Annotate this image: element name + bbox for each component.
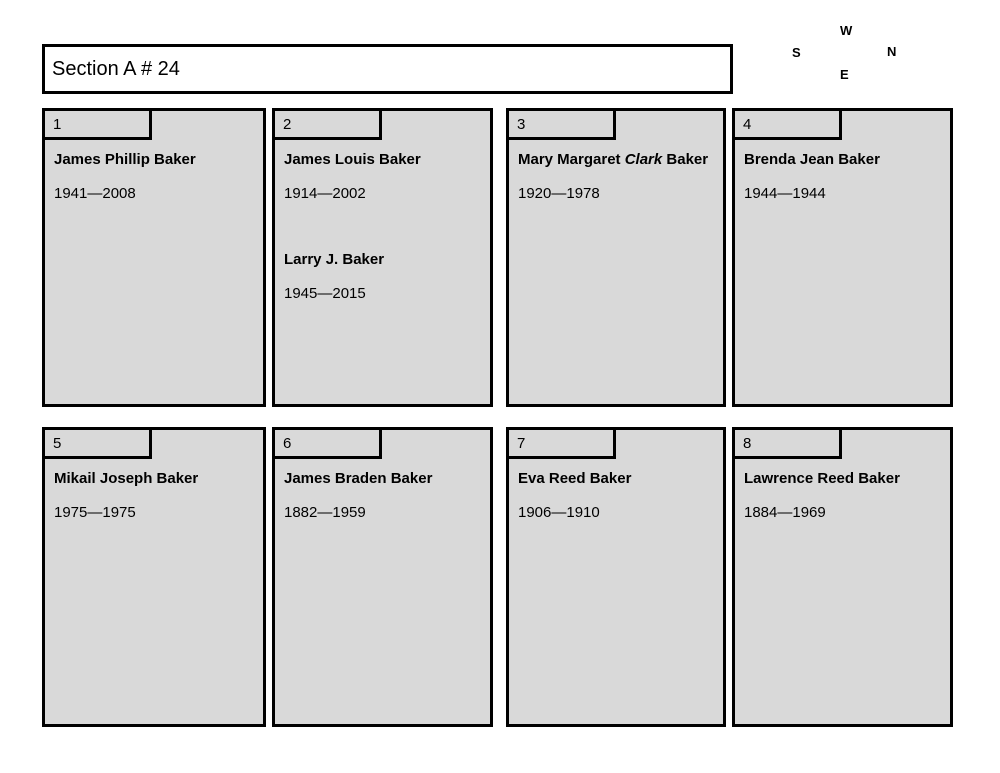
- plot-number-tab: 8: [735, 430, 842, 459]
- interment-name: Brenda Jean Baker: [744, 151, 880, 168]
- plot-body: Mikail Joseph Baker 1975—1975: [45, 459, 263, 724]
- compass-rose: W S N E: [770, 10, 950, 100]
- plot-body: James Phillip Baker 1941—2008: [45, 140, 263, 404]
- plot-number: 5: [53, 434, 62, 452]
- plot-number: 8: [743, 434, 752, 452]
- plot-number-tab: 6: [275, 430, 382, 459]
- interment-entry: Mary Margaret Clark Baker 1920—1978: [518, 150, 715, 204]
- interment-dates: 1920—1978: [518, 185, 600, 202]
- plot-body: Eva Reed Baker 1906—1910: [509, 459, 723, 724]
- interment-name: Mikail Joseph Baker: [54, 470, 199, 487]
- plot-number-tab: 1: [45, 111, 152, 140]
- interment-dates: 1884—1969: [744, 504, 826, 521]
- compass-north-label: N: [887, 44, 897, 59]
- section-title-box: Section A # 24: [42, 44, 733, 94]
- interment-name: James Phillip Baker: [54, 151, 196, 168]
- interment-name: Eva Reed Baker: [518, 470, 632, 487]
- plot-number-tab: 7: [509, 430, 616, 459]
- interment-name: James Braden Baker: [284, 470, 433, 487]
- plot-body: Lawrence Reed Baker 1884—1969: [735, 459, 950, 724]
- interment-name: Lawrence Reed Baker: [744, 470, 900, 487]
- interment-dates: 1914—2002: [284, 185, 366, 202]
- compass-south-label: S: [792, 45, 801, 60]
- interment-dates: 1882—1959: [284, 504, 366, 521]
- plot-number: 6: [283, 434, 292, 452]
- interment-dates: 1906—1910: [518, 504, 600, 521]
- interment-name: James Louis Baker: [284, 151, 421, 168]
- interment-entry: James Braden Baker 1882—1959: [284, 469, 482, 523]
- compass-west-label: W: [840, 23, 853, 38]
- interment-name: Larry J. Baker: [284, 251, 385, 268]
- interment-entry: Eva Reed Baker 1906—1910: [518, 469, 715, 523]
- plot-number-tab: 3: [509, 111, 616, 140]
- plot-number: 2: [283, 115, 292, 133]
- interment-entry: James Phillip Baker 1941—2008: [54, 150, 255, 204]
- plot-number: 3: [517, 115, 526, 133]
- plot-number: 7: [517, 434, 526, 452]
- plot-number: 1: [53, 115, 62, 133]
- interment-dates: 1944—1944: [744, 185, 826, 202]
- compass-east-label: E: [840, 67, 849, 82]
- plot-body: James Braden Baker 1882—1959: [275, 459, 490, 724]
- interment-entry: Lawrence Reed Baker 1884—1969: [744, 469, 942, 523]
- interment-dates: 1945—2015: [284, 285, 366, 302]
- interment-entry: Brenda Jean Baker 1944—1944: [744, 150, 942, 204]
- interment-name: Mary Margaret Clark Baker: [518, 151, 709, 168]
- plot-number-tab: 2: [275, 111, 382, 140]
- plot-body: Brenda Jean Baker 1944—1944: [735, 140, 950, 404]
- plot-number-tab: 5: [45, 430, 152, 459]
- plot-body: Mary Margaret Clark Baker 1920—1978: [509, 140, 723, 404]
- interment-entry: Larry J. Baker 1945—2015: [284, 250, 482, 304]
- interment-entry: Mikail Joseph Baker 1975—1975: [54, 469, 255, 523]
- plot-number-tab: 4: [735, 111, 842, 140]
- section-title: Section A # 24: [52, 57, 180, 80]
- interment-dates: 1941—2008: [54, 185, 136, 202]
- interment-dates: 1975—1975: [54, 504, 136, 521]
- interment-entry: James Louis Baker 1914—2002: [284, 150, 482, 204]
- plot-number: 4: [743, 115, 752, 133]
